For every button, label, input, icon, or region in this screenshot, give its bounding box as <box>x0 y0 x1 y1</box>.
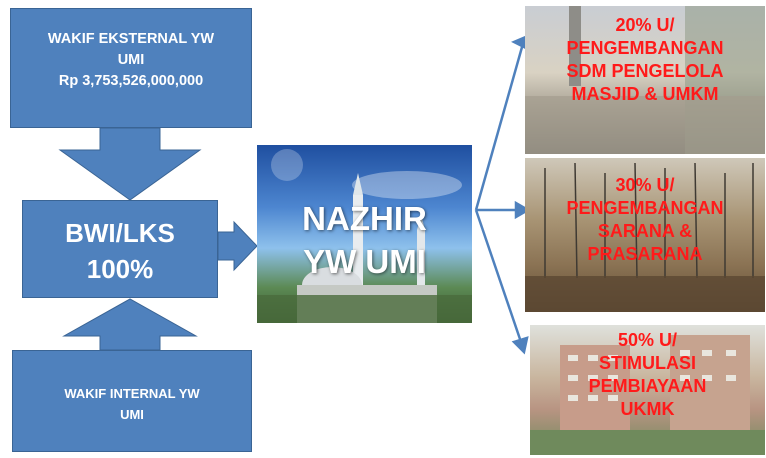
allocation-ukmk-photo: 50% U/ STIMULASI PEMBIAYAAN UKMK <box>530 325 765 455</box>
allocation-sdm-line-1: 20% U/ <box>615 15 675 35</box>
up-arrow <box>62 298 198 351</box>
wakif-internal-title: WAKIF INTERNAL YW <box>64 386 200 401</box>
construction-site-image <box>525 162 765 312</box>
allocation-ukmk-line-1: 50% U/ <box>617 330 678 350</box>
allocation-sdm-caption: 20% U/ PENGEMBANGAN SDM PENGELOLA MASJID… <box>525 14 765 106</box>
mosque-courtyard-image <box>525 6 765 154</box>
bwi-title: BWI/LKS <box>65 218 175 248</box>
wakif-internal-subtitle: UMI <box>120 407 144 422</box>
mosque-illustration <box>257 149 472 323</box>
nazhir-subtitle: YW UMI <box>303 243 426 280</box>
allocation-sarana-caption: 30% U/ PENGEMBANGAN SARANA & PRASARANA <box>525 174 765 266</box>
allocation-sarana-line-2: PENGEMBANGAN <box>566 198 724 218</box>
allocation-sdm-line-4: MASJID & UMKM <box>571 84 719 104</box>
wakif-eksternal-title: WAKIF EKSTERNAL YW <box>47 31 215 47</box>
allocation-ukmk-line-4: UKMK <box>620 399 675 419</box>
allocation-sarana-line-4: PRASARANA <box>587 244 703 264</box>
right-arrow <box>217 220 258 272</box>
allocation-ukmk-caption: 50% U/ STIMULASI PEMBIAYAAN UKMK <box>530 329 765 421</box>
allocation-ukmk-line-3: PEMBIAYAAN <box>588 376 707 396</box>
bwi-percent: 100% <box>86 254 154 284</box>
fan-out-arrows <box>474 33 531 355</box>
wakif-internal-box: WAKIF INTERNAL YW UMI <box>12 350 252 452</box>
nazhir-title: NAZHIR <box>302 200 427 237</box>
down-arrow <box>58 127 202 201</box>
apartment-building-image <box>530 335 765 455</box>
nazhir-image: NAZHIR YW UMI <box>257 145 472 323</box>
allocation-sarana-line-3: SARANA & <box>597 221 693 241</box>
bwi-lks-box: BWI/LKS 100% <box>22 200 218 298</box>
allocation-sdm-line-3: SDM PENGELOLA <box>566 61 724 81</box>
allocation-sarana-line-1: 30% U/ <box>615 175 675 195</box>
allocation-ukmk-line-2: STIMULASI <box>599 353 696 373</box>
wakif-eksternal-box: WAKIF EKSTERNAL YW UMI Rp 3,753,526,000,… <box>10 8 252 128</box>
wakif-eksternal-amount: Rp 3,753,526,000,000 <box>58 73 204 89</box>
allocation-sdm-line-2: PENGEMBANGAN <box>566 38 724 58</box>
wakif-eksternal-subtitle: UMI <box>117 52 145 68</box>
allocation-sarana-photo: 30% U/ PENGEMBANGAN SARANA & PRASARANA <box>525 158 765 312</box>
allocation-sdm-photo: 20% U/ PENGEMBANGAN SDM PENGELOLA MASJID… <box>525 6 765 154</box>
nazhir-label: NAZHIR YW UMI <box>257 197 472 283</box>
